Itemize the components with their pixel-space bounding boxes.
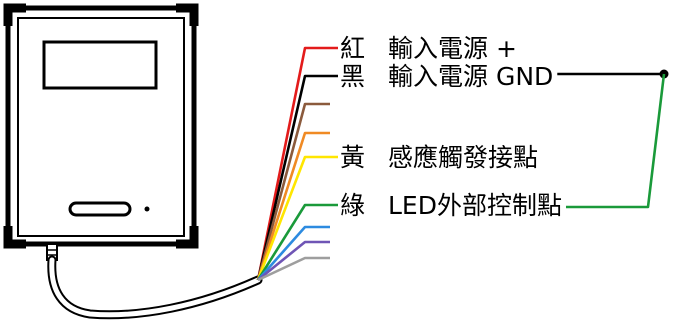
corner-bracket-tl (3, 3, 26, 26)
wire-color-label: 黑 (340, 62, 365, 91)
wire-5 (256, 155, 338, 281)
wire-function-label: 輸入電源 GND (388, 62, 553, 91)
device-body (5, 5, 197, 247)
display-window (42, 40, 158, 90)
corner-bracket-br (176, 226, 199, 249)
wire-6 (256, 203, 338, 281)
wire-1 (256, 46, 338, 281)
wire-color-label: 紅 (340, 34, 365, 63)
status-led-dot (144, 206, 150, 212)
wire-function-label: 感應觸發接點 (388, 143, 538, 172)
wire-2 (256, 74, 338, 281)
wire-7 (257, 225, 330, 281)
card-reader-device (3, 3, 199, 249)
card-slot (68, 201, 132, 217)
cable-inner (49, 257, 261, 318)
device-inner-panel (17, 17, 185, 237)
cable-gland-ridges (47, 249, 57, 256)
wire-color-label: 綠 (340, 191, 365, 220)
corner-bracket-bl (3, 226, 26, 249)
wire-8 (257, 240, 330, 282)
cable-outer (47, 255, 263, 320)
wire-4 (256, 131, 330, 281)
wire-color-label: 黃 (340, 143, 365, 172)
led-link-segment (565, 73, 666, 209)
wire-function-label: LED外部控制點 (388, 191, 562, 220)
corner-bracket-tr (176, 3, 199, 26)
wire-9 (257, 256, 330, 282)
wire-labels: 紅輸入電源 + 黑輸入電源 GND 黃感應觸發接點綠 LED外部控制點 (340, 34, 562, 220)
main-cable (47, 255, 263, 320)
wire-function-label: 輸入電源 + (388, 34, 517, 63)
gnd-led-link (557, 69, 669, 209)
wire-3 (256, 102, 330, 281)
wire-fanout (256, 46, 338, 282)
